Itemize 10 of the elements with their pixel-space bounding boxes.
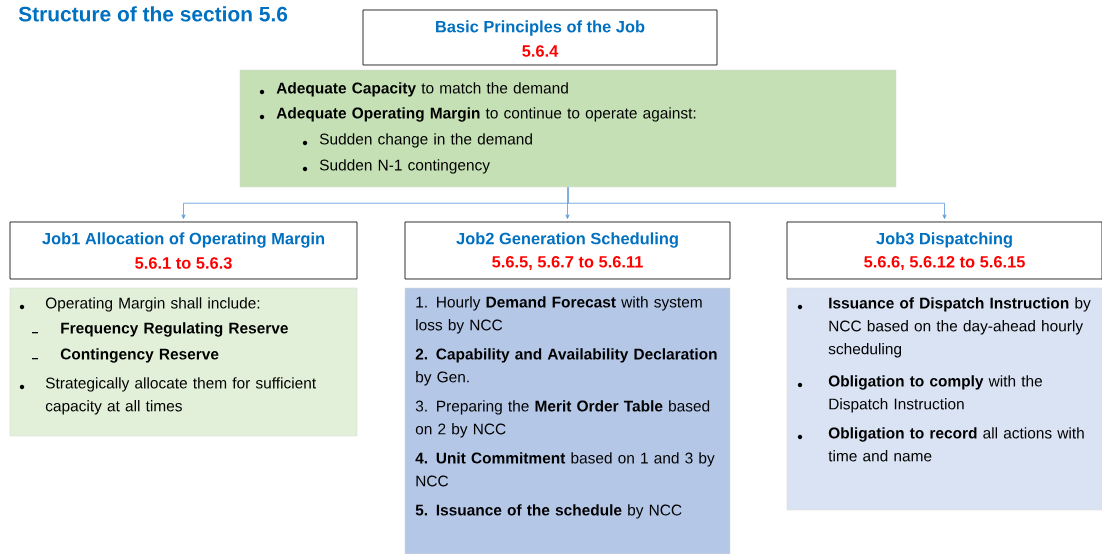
connector-arrow	[567, 186, 947, 219]
heading-box: Basic Principles of the Job 5.6.4	[362, 9, 718, 66]
text-panel: Operating Margin shall include: Frequency Regulating Reserve Contingency Reserve Strategically allocate them for sufficient capacity at all times	[9, 287, 358, 437]
heading-box: Job3 Dispatching 5.6.6, 5.6.12 to 5.6.15	[786, 221, 1102, 280]
heading-box: Job2 Generation Scheduling 5.6.5, 5.6.7 to 5.6.11	[404, 221, 731, 280]
text-panel: 1. Hourly Demand Forecast with system loss by NCC 2. Capability and Availability Declaration by Gen. 3. Preparing the Merit Order Table based on 2 by NCC 4. Unit Commitment based on 1 and 3 by NCC 5. Issuance of the schedule by NCC	[404, 287, 731, 554]
section-title: Structure of the section 5.6	[18, 6, 288, 22]
heading-box: Job1 Allocation of Operating Margin 5.6.1 to 5.6.3	[9, 221, 358, 280]
text-panel: Adequate Capacity to match the demand Adequate Operating Margin to continue to operate against: Sudden change in the demand Sudden N-1 contingency	[239, 69, 897, 188]
text-panel: Issuance of Dispatch Instruction by NCC based on the day-ahead hourly scheduling Obligation to comply with the Dispatch Instruction Obligation to record all actions with time and name	[786, 287, 1102, 511]
